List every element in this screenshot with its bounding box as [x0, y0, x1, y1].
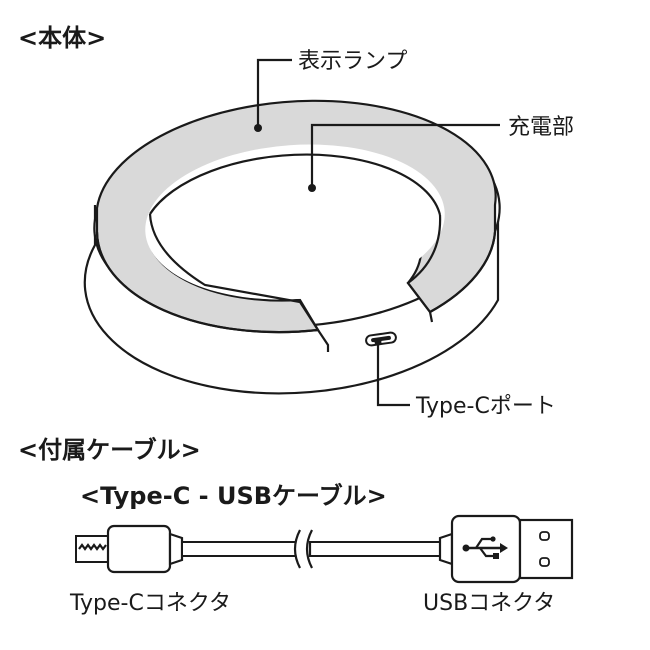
- cable-section-title: <付属ケーブル>: [18, 436, 201, 464]
- body-section-title: <本体>: [18, 24, 106, 52]
- inner-ring-edge: [149, 153, 442, 216]
- inner-disc: [145, 144, 445, 300]
- indicator-lamp-callout: [254, 58, 292, 132]
- inner-ring-step-left: [148, 213, 319, 331]
- usb-plug-metal: [518, 518, 574, 580]
- usb-connector-label: USBコネクタ: [423, 591, 555, 616]
- usb-plug-hole-bottom: [539, 557, 550, 567]
- indicator-lamp-label: 表示ランプ: [298, 49, 407, 74]
- type-c-connector-label: Type-Cコネクタ: [69, 591, 231, 616]
- cable-segment-left: [181, 541, 303, 557]
- usb-icon: [462, 536, 508, 559]
- usb-strain-relief: [438, 532, 454, 566]
- charging-area-label: 充電部: [508, 115, 574, 140]
- cable-subtitle: <Type-C - USBケーブル>: [80, 482, 387, 510]
- type-c-port-callout: [374, 338, 410, 407]
- front-notch: [317, 311, 434, 352]
- type-c-port-label: Type-Cポート: [415, 394, 556, 419]
- type-c-connector-body: [106, 524, 172, 574]
- cable-segment-right: [309, 541, 441, 557]
- charging-area-callout: [308, 123, 500, 192]
- usb-plug-hole-top: [539, 531, 550, 541]
- cable-break-marks: [293, 529, 313, 569]
- cable: [75, 514, 574, 584]
- type-c-strain-relief: [168, 532, 184, 566]
- type-c-plug-tip: [75, 535, 109, 563]
- outer-rim-edge: [95, 231, 497, 334]
- inner-ring-step-right: [406, 214, 442, 313]
- charger-pad: [83, 99, 501, 395]
